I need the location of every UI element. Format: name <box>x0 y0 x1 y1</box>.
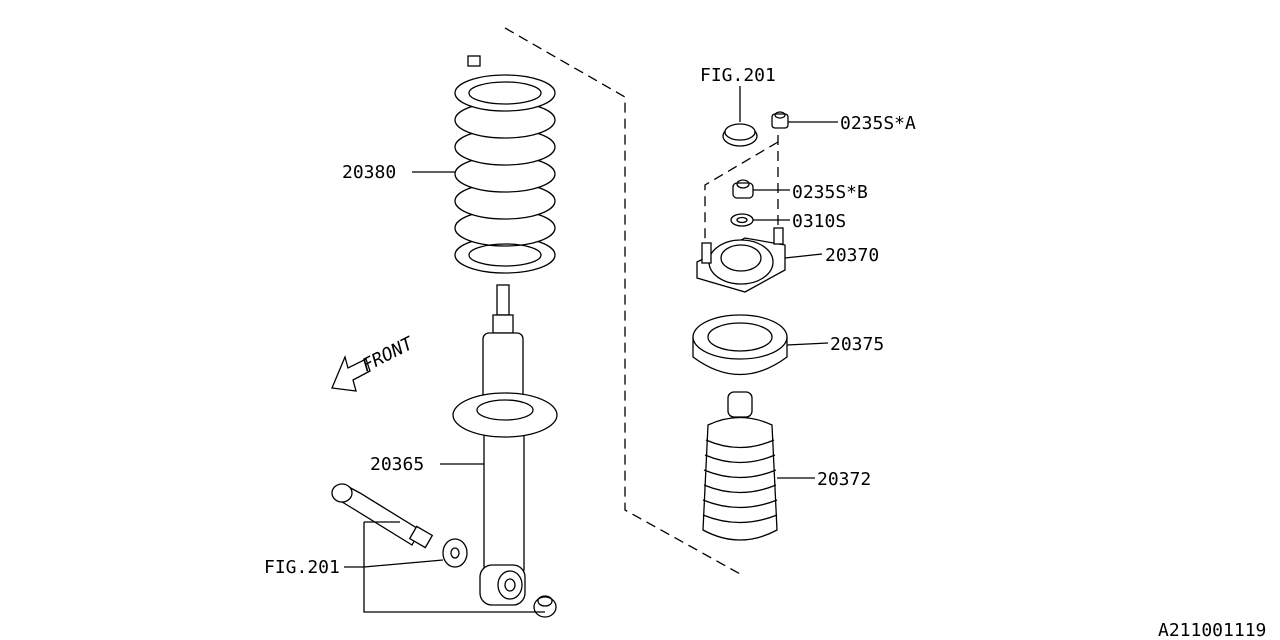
dust-boot[interactable] <box>702 391 778 541</box>
front-label: FRONT <box>359 333 418 377</box>
cap[interactable] <box>722 123 758 147</box>
shock-absorber[interactable] <box>452 284 558 606</box>
diagram-id: A211001119 <box>1158 620 1266 640</box>
label-boot: 20372 <box>817 469 871 490</box>
coil-spring[interactable] <box>454 55 556 274</box>
strut-mount[interactable] <box>696 227 786 293</box>
spring-seat[interactable] <box>692 314 788 376</box>
nut-a[interactable] <box>771 111 789 129</box>
washer[interactable] <box>442 538 468 568</box>
label-fig-top[interactable]: FIG.201 <box>700 65 776 86</box>
label-spring: 20380 <box>342 162 396 183</box>
bolt[interactable] <box>331 483 434 549</box>
front-arrow-icon <box>331 355 371 392</box>
washer-small[interactable] <box>730 213 754 227</box>
label-mount: 20370 <box>825 245 879 266</box>
label-nut-a: 0235S*A <box>840 113 916 134</box>
label-shock: 20365 <box>370 454 424 475</box>
label-fig-bottom[interactable]: FIG.201 <box>264 557 340 578</box>
mount-dashed-line <box>704 141 779 255</box>
assembly-dashed-line <box>504 27 743 576</box>
label-seat: 20375 <box>830 334 884 355</box>
leader-lines <box>344 86 838 613</box>
label-washer: 0310S <box>792 211 846 232</box>
nut-b[interactable] <box>732 179 754 199</box>
lock-nut[interactable] <box>533 595 557 618</box>
label-nut-b: 0235S*B <box>792 182 868 203</box>
